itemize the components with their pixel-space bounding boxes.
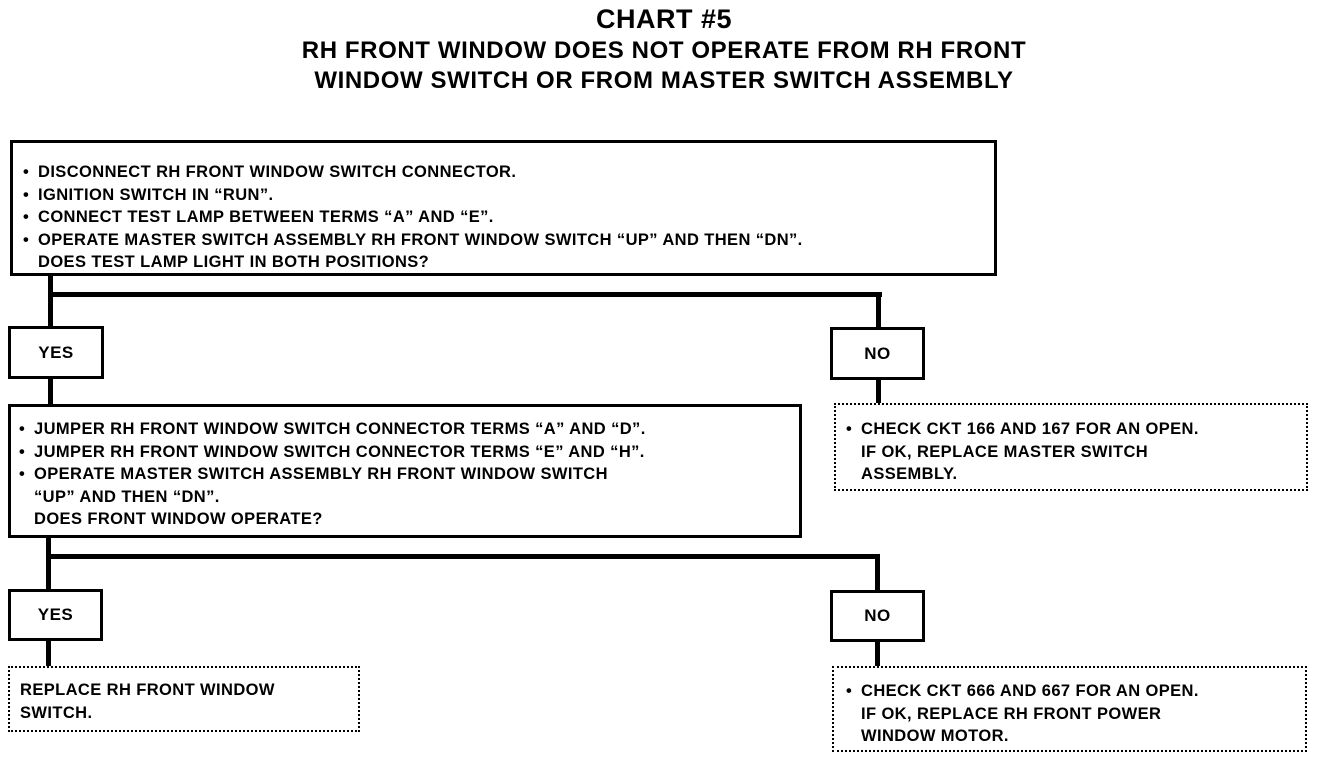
- step1-no-bullet-list: CHECK CKT 166 AND 167 FOR AN OPEN.: [842, 418, 1300, 441]
- no-label-1: NO: [830, 327, 925, 380]
- step2-question: DOES FRONT WINDOW OPERATE?: [34, 510, 323, 528]
- step2-no-bullet-list: CHECK CKT 666 AND 667 FOR AN OPEN.: [842, 680, 1299, 703]
- step1-bullet: DISCONNECT RH FRONT WINDOW SWITCH CONNEC…: [19, 161, 988, 184]
- connector-no1-down: [876, 378, 881, 404]
- connector-branch1-no-down: [876, 292, 881, 328]
- connector-branch2-no-down: [875, 554, 880, 591]
- step1-question: DOES TEST LAMP LIGHT IN BOTH POSITIONS?: [38, 253, 430, 271]
- step1-bullet-list: DISCONNECT RH FRONT WINDOW SWITCH CONNEC…: [19, 161, 988, 251]
- connector-step2-down: [46, 535, 51, 591]
- step2-yes-line: REPLACE RH FRONT WINDOW: [20, 681, 275, 699]
- connector-branch2-horizontal: [46, 554, 880, 559]
- connector-yes2-down: [46, 639, 51, 668]
- step2-yes-line: SWITCH.: [20, 703, 93, 722]
- step1-no-bullet: CHECK CKT 166 AND 167 FOR AN OPEN.: [842, 418, 1300, 441]
- step2-no-line: WINDOW MOTOR.: [861, 727, 1009, 745]
- step1-no-line: IF OK, REPLACE MASTER SWITCH: [861, 442, 1149, 461]
- yes-label-2: YES: [8, 589, 103, 641]
- step1-bullet: OPERATE MASTER SWITCH ASSEMBLY RH FRONT …: [19, 229, 988, 252]
- connector-yes1-down: [48, 377, 53, 406]
- step2-no-line: IF OK, REPLACE RH FRONT POWER: [861, 704, 1162, 723]
- step2-yes-box: REPLACE RH FRONT WINDOW SWITCH.: [8, 666, 360, 732]
- yes-label-1: YES: [8, 326, 104, 379]
- step1-box: DISCONNECT RH FRONT WINDOW SWITCH CONNEC…: [10, 140, 997, 276]
- connector-step1-down: [48, 273, 53, 328]
- step2-bullet-list: JUMPER RH FRONT WINDOW SWITCH CONNECTOR …: [15, 418, 795, 486]
- subtitle-line-1: RH FRONT WINDOW DOES NOT OPERATE FROM RH…: [301, 37, 1027, 64]
- step1-no-line: ASSEMBLY.: [861, 465, 958, 483]
- subtitle-line-2: WINDOW SWITCH OR FROM MASTER SWITCH ASSE…: [314, 67, 1014, 94]
- step1-bullet: IGNITION SWITCH IN “RUN”.: [19, 184, 988, 207]
- step2-bullet: JUMPER RH FRONT WINDOW SWITCH CONNECTOR …: [15, 441, 795, 464]
- step1-bullet: CONNECT TEST LAMP BETWEEN TERMS “A” AND …: [19, 206, 988, 229]
- step2-bullet: OPERATE MASTER SWITCH ASSEMBLY RH FRONT …: [15, 463, 795, 486]
- chart-subtitle: RH FRONT WINDOW DOES NOT OPERATE FROM RH…: [0, 36, 1328, 96]
- no-label-2: NO: [830, 590, 925, 642]
- step2-no-box: CHECK CKT 666 AND 667 FOR AN OPEN. IF OK…: [832, 666, 1307, 752]
- step1-no-box: CHECK CKT 166 AND 167 FOR AN OPEN. IF OK…: [834, 403, 1308, 491]
- step2-continuation: “UP” AND THEN “DN”.: [34, 487, 220, 506]
- connector-no2-down: [875, 640, 880, 668]
- chart-title: CHART #5: [595, 4, 733, 34]
- step2-box: JUMPER RH FRONT WINDOW SWITCH CONNECTOR …: [8, 404, 802, 538]
- step2-bullet: JUMPER RH FRONT WINDOW SWITCH CONNECTOR …: [15, 418, 795, 441]
- connector-branch1-horizontal: [48, 292, 882, 297]
- step2-no-bullet: CHECK CKT 666 AND 667 FOR AN OPEN.: [842, 680, 1299, 703]
